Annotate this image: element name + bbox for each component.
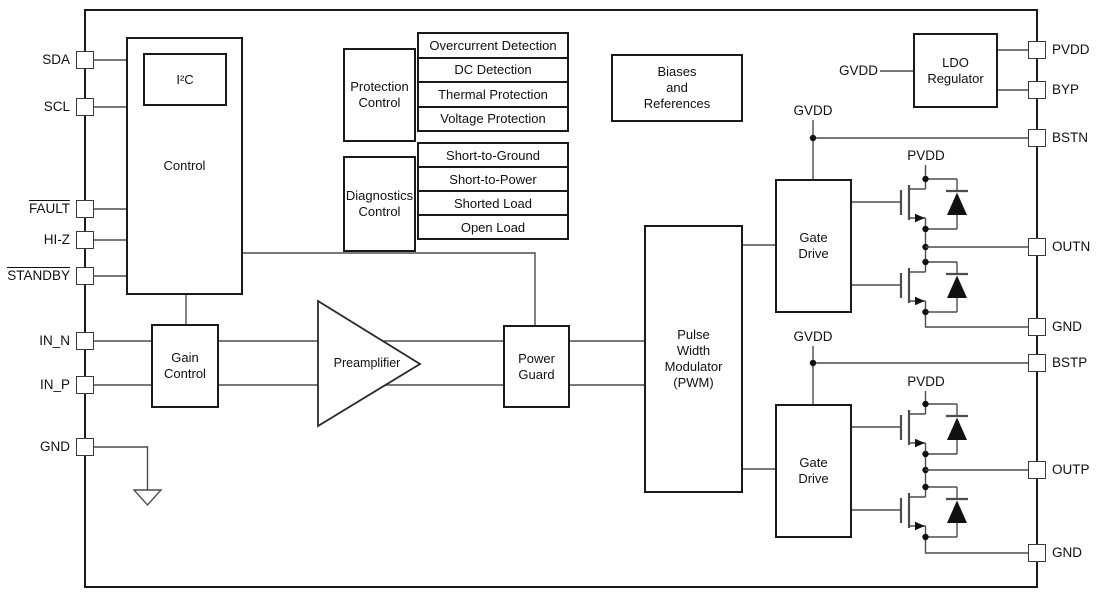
pin-label-scl: SCL (43, 99, 70, 114)
pin-label-bstn: BSTN (1052, 130, 1089, 145)
protection-control-label: Protection Control (350, 79, 409, 110)
pin-label-pvdd: PVDD (1052, 42, 1090, 57)
pin-inn (76, 332, 94, 350)
list-item: Overcurrent Detection (419, 34, 567, 57)
net-label-gvdd-ldo: GVDD (838, 63, 878, 78)
gate-drive-p-label: Gate Drive (798, 455, 829, 486)
pin-label-inp: IN_P (39, 377, 70, 392)
pin-standby (76, 267, 94, 285)
pin-gnd-left (76, 438, 94, 456)
i2c-label: I²C (176, 71, 194, 87)
pin-label-gnd-left: GND (40, 439, 70, 454)
pin-hiz (76, 231, 94, 249)
pin-label-outn: OUTN (1052, 239, 1091, 254)
pin-gnd-p (1028, 544, 1046, 562)
pin-inp (76, 376, 94, 394)
net-label-pvdd-p: PVDD (907, 374, 945, 389)
gain-control-block: Gain Control (151, 324, 219, 408)
list-item: Short-to-Power (419, 166, 567, 190)
diagnostics-control-block: Diagnostics Control (343, 156, 416, 252)
power-guard-label: Power Guard (518, 350, 555, 382)
pin-label-fault: FAULT (28, 200, 70, 216)
pin-label-byp: BYP (1052, 82, 1080, 97)
pin-bstn (1028, 129, 1046, 147)
diagnostics-control-label: Diagnostics Control (345, 188, 414, 219)
pin-bstp (1028, 354, 1046, 372)
preamplifier-label: Preamplifier (333, 356, 401, 370)
pin-pvdd (1028, 41, 1046, 59)
diagnostics-feature-list: Short-to-Ground Short-to-Power Shorted L… (417, 142, 569, 240)
pin-gnd-n (1028, 318, 1046, 336)
list-item: Short-to-Ground (419, 144, 567, 166)
power-guard-block: Power Guard (503, 325, 570, 408)
list-item: DC Detection (419, 56, 567, 81)
output-stage-n (809, 120, 1028, 328)
biases-references-block: Biases and References (611, 54, 743, 122)
ground-symbol-icon (94, 446, 163, 507)
gain-control-label: Gain Control (164, 350, 206, 381)
output-stage-p (809, 346, 1028, 554)
gate-drive-n-label: Gate Drive (798, 230, 829, 261)
pwm-block: Pulse Width Modulator (PWM) (644, 225, 743, 493)
list-item: Shorted Load (419, 190, 567, 214)
preamplifier-shape (317, 299, 422, 428)
gate-drive-p-block: Gate Drive (775, 404, 852, 538)
pin-label-gnd-p: GND (1052, 545, 1082, 560)
pin-label-inn: IN_N (39, 333, 70, 348)
pin-outn (1028, 238, 1046, 256)
chip-outline (84, 9, 1038, 588)
pin-scl (76, 98, 94, 116)
pin-fault (76, 200, 94, 218)
i2c-block: I²C (143, 53, 227, 106)
protection-control-block: Protection Control (343, 48, 416, 142)
pin-label-standby: STANDBY (7, 267, 70, 283)
ldo-regulator-block: LDO Regulator (913, 33, 998, 108)
list-item: Voltage Protection (419, 105, 567, 130)
list-item: Open Load (419, 214, 567, 238)
net-label-gvdd-p: GVDD (793, 329, 833, 344)
pin-sda (76, 51, 94, 69)
protection-feature-list: Overcurrent Detection DC Detection Therm… (417, 32, 569, 132)
pin-byp (1028, 81, 1046, 99)
net-label-gvdd-n: GVDD (793, 103, 833, 118)
list-item: Thermal Protection (419, 81, 567, 106)
net-label-pvdd-n: PVDD (907, 148, 945, 163)
pin-label-sda: SDA (42, 52, 70, 67)
ldo-regulator-label: LDO Regulator (927, 54, 984, 86)
pin-label-bstp: BSTP (1052, 355, 1088, 370)
pwm-label: Pulse Width Modulator (PWM) (664, 327, 723, 390)
left-pin-wires (94, 59, 127, 277)
pin-label-gnd-n: GND (1052, 319, 1082, 334)
biases-references-label: Biases and References (643, 64, 711, 111)
pin-label-outp: OUTP (1052, 462, 1090, 477)
pin-label-hiz: HI-Z (43, 232, 70, 247)
pin-outp (1028, 461, 1046, 479)
control-label: Control (163, 158, 206, 173)
ldo-wires (880, 49, 1028, 91)
gate-drive-n-block: Gate Drive (775, 179, 852, 313)
